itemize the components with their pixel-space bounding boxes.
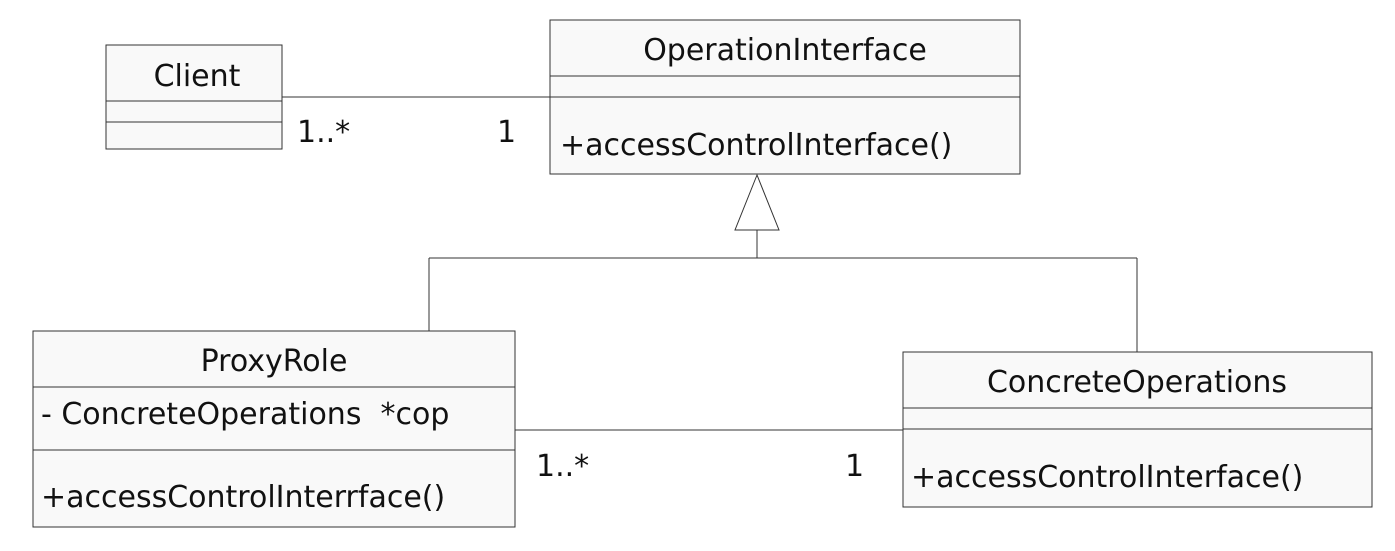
class-client[interactable]: Client [105, 44, 283, 150]
multiplicity-proxy-end: 1..* [536, 449, 589, 484]
generalization-tree[interactable] [428, 173, 1138, 352]
class-proxy-role-box [32, 330, 516, 528]
class-proxy-role-operation: +accessControlInterrface() [41, 480, 445, 515]
multiplicity-client-end: 1..* [297, 115, 350, 150]
association-client-interface[interactable]: 1..* 1 [282, 96, 550, 150]
class-client-name: Client [154, 59, 241, 94]
class-proxy-role-name: ProxyRole [201, 344, 348, 379]
generalization-arrowhead [734, 173, 780, 231]
class-operation-interface-operation: +accessControlInterface() [560, 128, 952, 163]
class-operation-interface[interactable]: OperationInterface +accessControlInterfa… [549, 19, 1021, 175]
class-operation-interface-name: OperationInterface [643, 33, 927, 68]
class-concrete-operations-operation: +accessControlInterface() [911, 460, 1303, 495]
multiplicity-concrete-end: 1 [845, 449, 864, 484]
class-proxy-role-attribute: - ConcreteOperations *cop [41, 397, 449, 432]
multiplicity-interface-end: 1 [497, 115, 516, 150]
class-proxy-role[interactable]: ProxyRole - ConcreteOperations *cop +acc… [32, 330, 516, 528]
class-client-box [105, 44, 283, 150]
class-concrete-operations[interactable]: ConcreteOperations +accessControlInterfa… [902, 351, 1373, 508]
association-proxy-concrete[interactable]: 1..* 1 [515, 429, 903, 484]
class-concrete-operations-name: ConcreteOperations [987, 365, 1287, 400]
